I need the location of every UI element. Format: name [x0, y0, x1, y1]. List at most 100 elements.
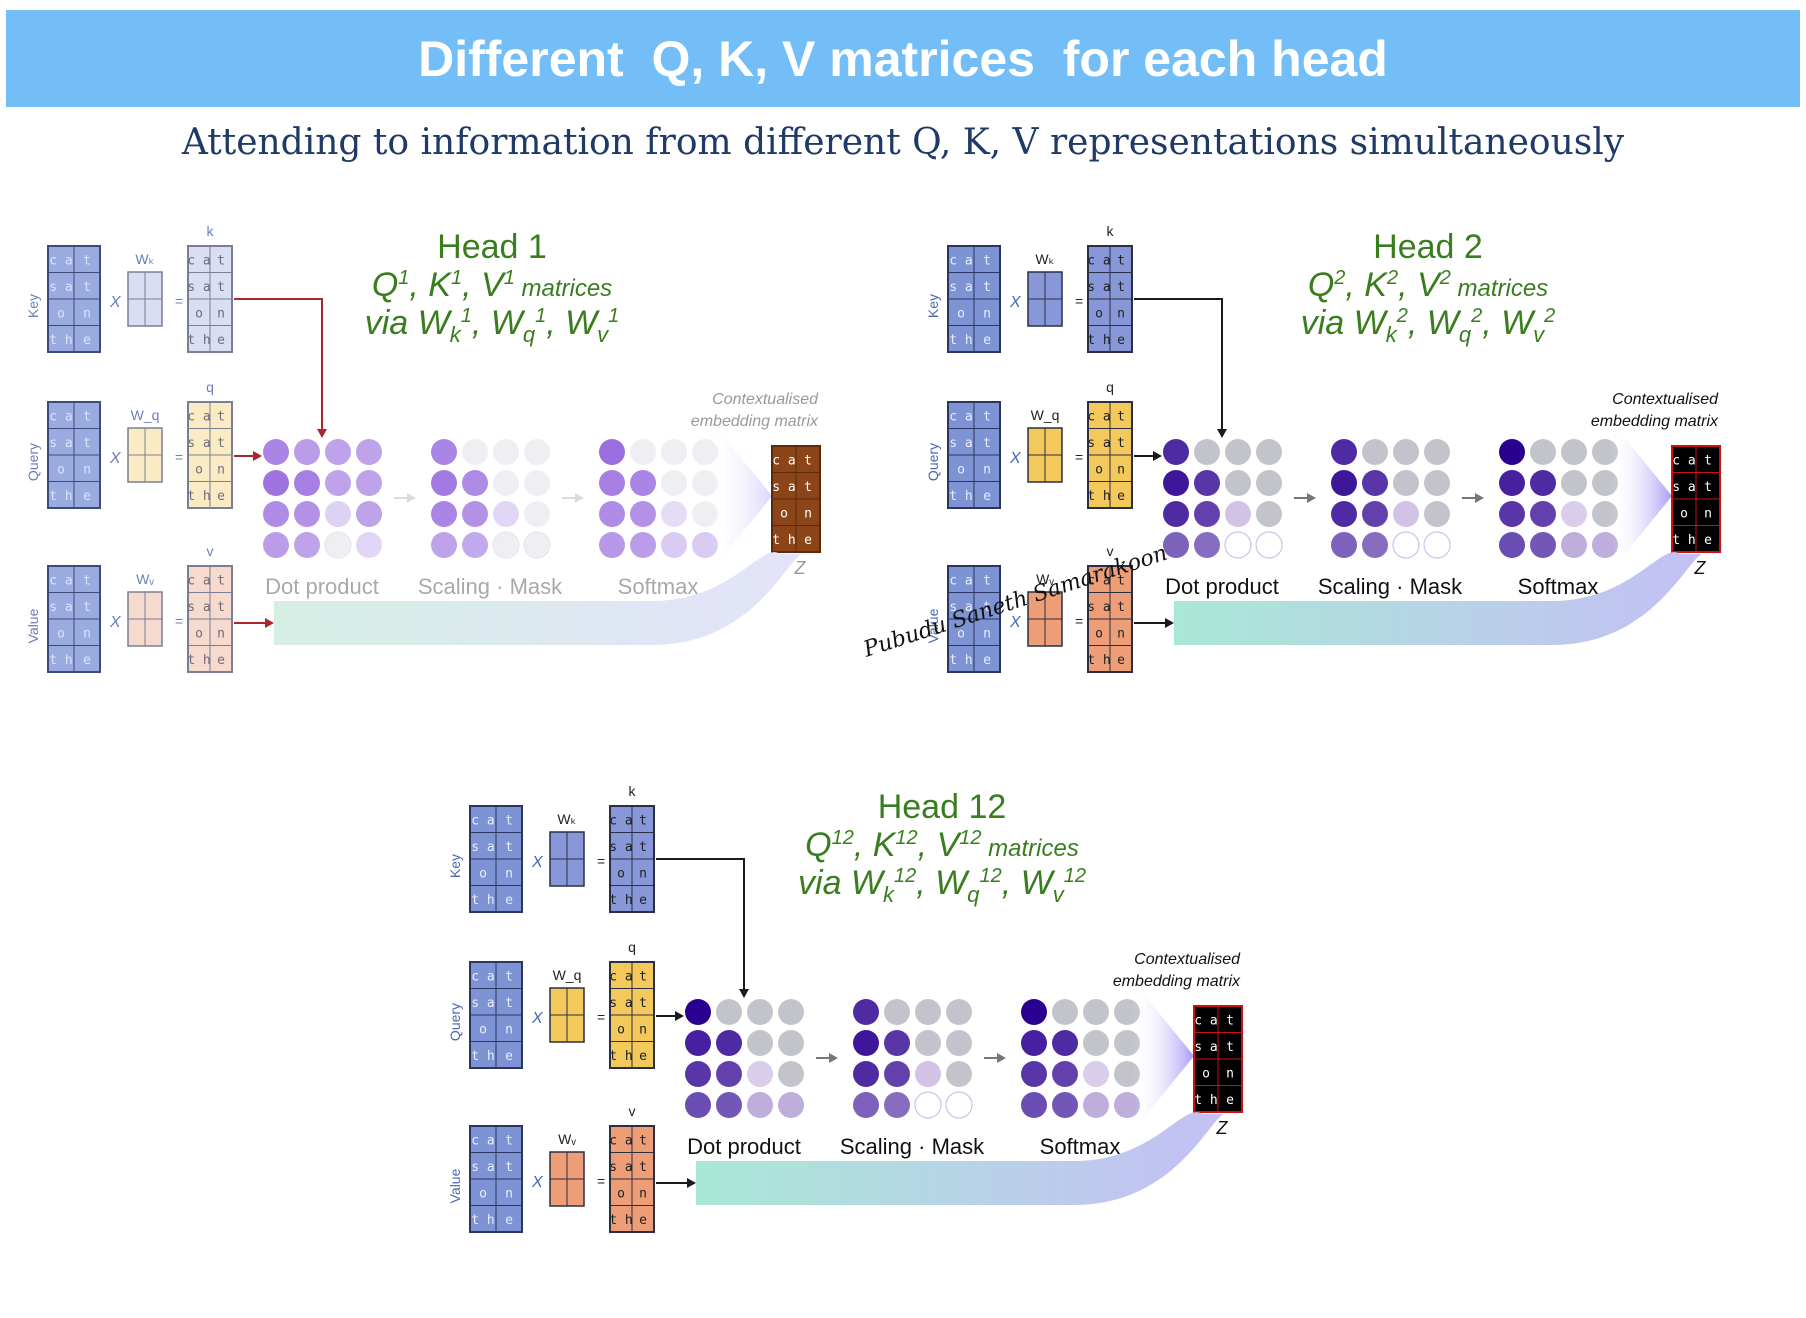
matrix-token: t h: [772, 533, 795, 548]
matrix-token: t: [639, 840, 647, 855]
matrix-token: n: [804, 506, 812, 521]
matrix-token: o: [1680, 506, 1688, 521]
attention-dot: [599, 439, 625, 465]
attention-dot: [884, 1061, 910, 1087]
attention-dot: [1362, 501, 1388, 527]
scaling-mask-grid: [853, 999, 973, 1119]
attention-dot: [945, 1091, 973, 1119]
attention-dot: [1362, 470, 1388, 496]
matrix-token: s a: [949, 436, 972, 451]
attention-dot: [884, 999, 910, 1025]
matrix-token: t: [1117, 409, 1125, 424]
matrix-token: t h: [49, 489, 72, 504]
attention-dot: [1083, 1030, 1109, 1056]
attention-dot: [1331, 439, 1357, 465]
step-label-softmax: Softmax: [1040, 1134, 1121, 1159]
matrix-token: e: [505, 893, 513, 908]
value-band: [696, 1112, 1224, 1205]
matrix-token: n: [83, 626, 91, 641]
matrix-token: n: [83, 306, 91, 321]
matrix-token: e: [983, 333, 991, 348]
attention-dot: [661, 501, 687, 527]
title-part: matrices: [982, 835, 1079, 862]
matrix-token: o: [479, 866, 487, 881]
attention-dot: [524, 501, 550, 527]
arrow-head: [1217, 429, 1227, 438]
head-matrices-line: Q2, K2, V2 matrices: [1308, 266, 1548, 304]
funnel-shape: [711, 421, 772, 571]
matrix-token: s a: [1087, 436, 1110, 451]
title-part: 1: [398, 267, 409, 289]
matrix-token: s a: [1087, 600, 1110, 615]
matrix-token: o: [57, 462, 65, 477]
matrix-token: s a: [949, 600, 972, 615]
matrix-token: t: [83, 600, 91, 615]
arrow-head: [253, 451, 262, 461]
row-label: Key: [925, 294, 941, 318]
matrix-token: t h: [49, 653, 72, 668]
matrix-token: t: [983, 573, 991, 588]
attention-dot: [1052, 1030, 1078, 1056]
matrix-token: s a: [609, 996, 632, 1011]
attention-dot: [1052, 1061, 1078, 1087]
attention-dot: [778, 1061, 804, 1087]
matrix-token: t h: [471, 893, 494, 908]
matrix-token: t: [83, 253, 91, 268]
title-part: q: [1459, 322, 1472, 347]
attention-dot: [1530, 532, 1556, 558]
matrix-token: o: [617, 1022, 625, 1037]
attention-dot: [356, 501, 382, 527]
matrix-token: e: [1704, 533, 1712, 548]
attention-dot: [1021, 999, 1047, 1025]
attention-dot: [325, 470, 351, 496]
key-weight-label: Wₖ: [135, 251, 154, 267]
matrix-token: o: [57, 626, 65, 641]
matrix-token: e: [1117, 489, 1125, 504]
key-weight-label: Wₖ: [557, 811, 576, 827]
value-weight-label: Wᵥ: [558, 1131, 576, 1147]
matrix-token: c a: [772, 453, 795, 468]
attention-dot: [325, 501, 351, 527]
matrix-token: t: [217, 409, 225, 424]
context-label-line2: embedding matrix: [691, 413, 819, 430]
matrix-token: n: [217, 306, 225, 321]
attention-dot: [1362, 532, 1388, 558]
matrix-token: t: [639, 969, 647, 984]
attention-dot: [685, 1092, 711, 1118]
attention-dot: [263, 470, 289, 496]
equals-sign: =: [1075, 449, 1083, 465]
attention-dot: [1255, 531, 1283, 559]
attention-dot: [1194, 470, 1220, 496]
matrix-token: o: [957, 626, 965, 641]
matrix-token: t h: [187, 489, 210, 504]
attention-dot: [914, 1091, 942, 1119]
attention-dot: [294, 532, 320, 558]
attention-dot: [685, 1030, 711, 1056]
equals-sign: =: [597, 1009, 605, 1025]
attention-dot: [492, 531, 520, 559]
matrix-token: t: [1117, 253, 1125, 268]
attention-dot: [462, 532, 488, 558]
attention-dot: [661, 532, 687, 558]
attention-dot: [524, 470, 550, 496]
title-part: 12: [832, 827, 854, 849]
matrix-token: t: [83, 280, 91, 295]
attention-dot: [1499, 532, 1525, 558]
matrix-token: e: [505, 1213, 513, 1228]
dot-product-grid: [1163, 439, 1283, 559]
matrix-token: s a: [49, 280, 72, 295]
attention-dot: [294, 501, 320, 527]
attention-dot: [778, 1030, 804, 1056]
context-label-line1: Contextualised: [1134, 951, 1241, 968]
matrix-token: t: [983, 600, 991, 615]
step-label-scaling-mask: Scaling · Mask: [1318, 574, 1463, 599]
equals-sign: =: [175, 293, 183, 309]
